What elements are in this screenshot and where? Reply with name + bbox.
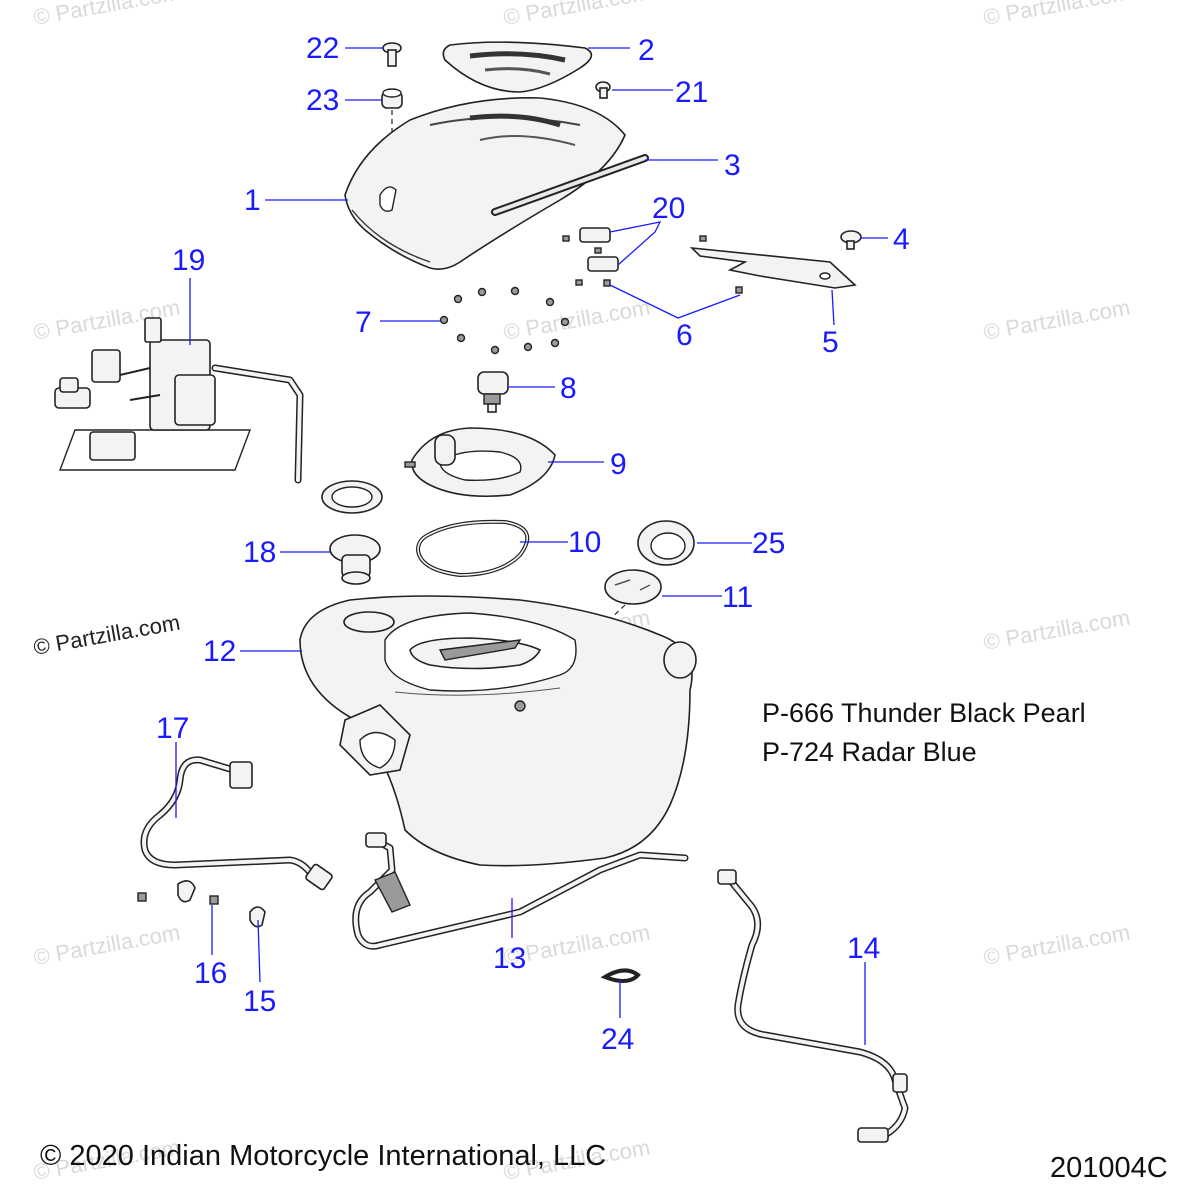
callout-2[interactable]: 2 [638,34,655,67]
diagram-id: 201004C [1050,1152,1168,1184]
callout-25[interactable]: 25 [752,527,785,560]
callout-22[interactable]: 22 [306,32,339,65]
callout-11[interactable]: 11 [722,581,753,614]
callout-19[interactable]: 19 [172,244,205,277]
callout-23[interactable]: 23 [306,84,339,117]
part-13-vent-line [352,832,689,950]
part-drawings [54,41,909,1143]
callout-20[interactable]: 20 [652,192,685,225]
leader-20 [609,221,662,266]
part-2-badge [442,41,593,93]
callout-7[interactable]: 7 [355,306,372,339]
copyright-notice: © 2020 Indian Motorcycle International, … [40,1140,606,1172]
callout-13[interactable]: 13 [493,942,526,975]
watermark: © Partzilla.com [982,605,1132,655]
part-20-clips [562,227,707,286]
part-12-fuel-tank [299,595,697,867]
callout-3[interactable]: 3 [724,149,741,182]
part-7-nut-ring [439,286,570,355]
watermark: © Partzilla.com [982,295,1132,345]
part-14-drain-hose [717,869,909,1143]
part-22-screw [382,42,402,67]
callout-5[interactable]: 5 [822,326,839,359]
part-10-oring [415,519,530,578]
part-16-clamp [137,880,219,905]
part-18-seal-left [321,480,383,514]
callout-1[interactable]: 1 [244,184,261,217]
part-9-flange [404,427,556,498]
part-6-screws [603,279,743,294]
watermark: © Partzilla.com [32,920,182,970]
watermark: © Partzilla.com [502,295,652,345]
part-19-fitting [54,377,91,409]
part-1-console [344,97,626,270]
part-23-grommet [381,88,403,109]
callout-16[interactable]: 16 [194,957,227,990]
part-8-valve [477,371,509,413]
callout-14[interactable]: 14 [847,932,880,965]
callout-4[interactable]: 4 [893,223,910,256]
callout-6[interactable]: 6 [676,319,693,352]
part-21-screw [595,81,611,99]
watermark: © Partzilla.com [982,920,1132,970]
watermark: © Partzilla.com [982,0,1132,30]
callout-24[interactable]: 24 [601,1023,634,1056]
leader-15 [257,919,261,983]
callout-labels: 22 2 21 23 3 1 20 4 19 7 6 5 8 9 10 25 1… [156,32,910,1056]
callout-17[interactable]: 17 [156,712,189,745]
callout-10[interactable]: 10 [568,526,601,559]
color-notes: P-666 Thunder Black Pearl P-724 Radar Bl… [762,698,1086,767]
part-17-hose [140,756,333,891]
watermark-prominent: © Partzilla.com [32,610,182,660]
callout-8[interactable]: 8 [560,372,577,405]
part-4-pin [840,230,862,250]
part-11-cover [604,569,662,605]
part-15-clamp [249,906,266,928]
watermark: © Partzilla.com [32,0,182,30]
part-24-clamp [600,968,641,983]
part-25-seal-right [637,520,695,566]
leader-lines [175,47,888,1045]
part-19-fuel-pump [54,317,304,484]
callout-9[interactable]: 9 [610,448,627,481]
callout-18[interactable]: 18 [243,536,276,569]
callout-21[interactable]: 21 [675,76,708,109]
color-note-thunder-black-pearl: P-666 Thunder Black Pearl [762,698,1086,728]
leader-5 [831,289,835,326]
part-3-rod [491,154,649,216]
watermark: © Partzilla.com [502,0,652,30]
part-5-bracket [689,246,857,289]
color-note-radar-blue: P-724 Radar Blue [762,737,977,767]
callout-12[interactable]: 12 [203,635,236,668]
callout-15[interactable]: 15 [243,985,276,1018]
leader-6 [609,284,741,319]
part-18-cap [329,534,381,585]
